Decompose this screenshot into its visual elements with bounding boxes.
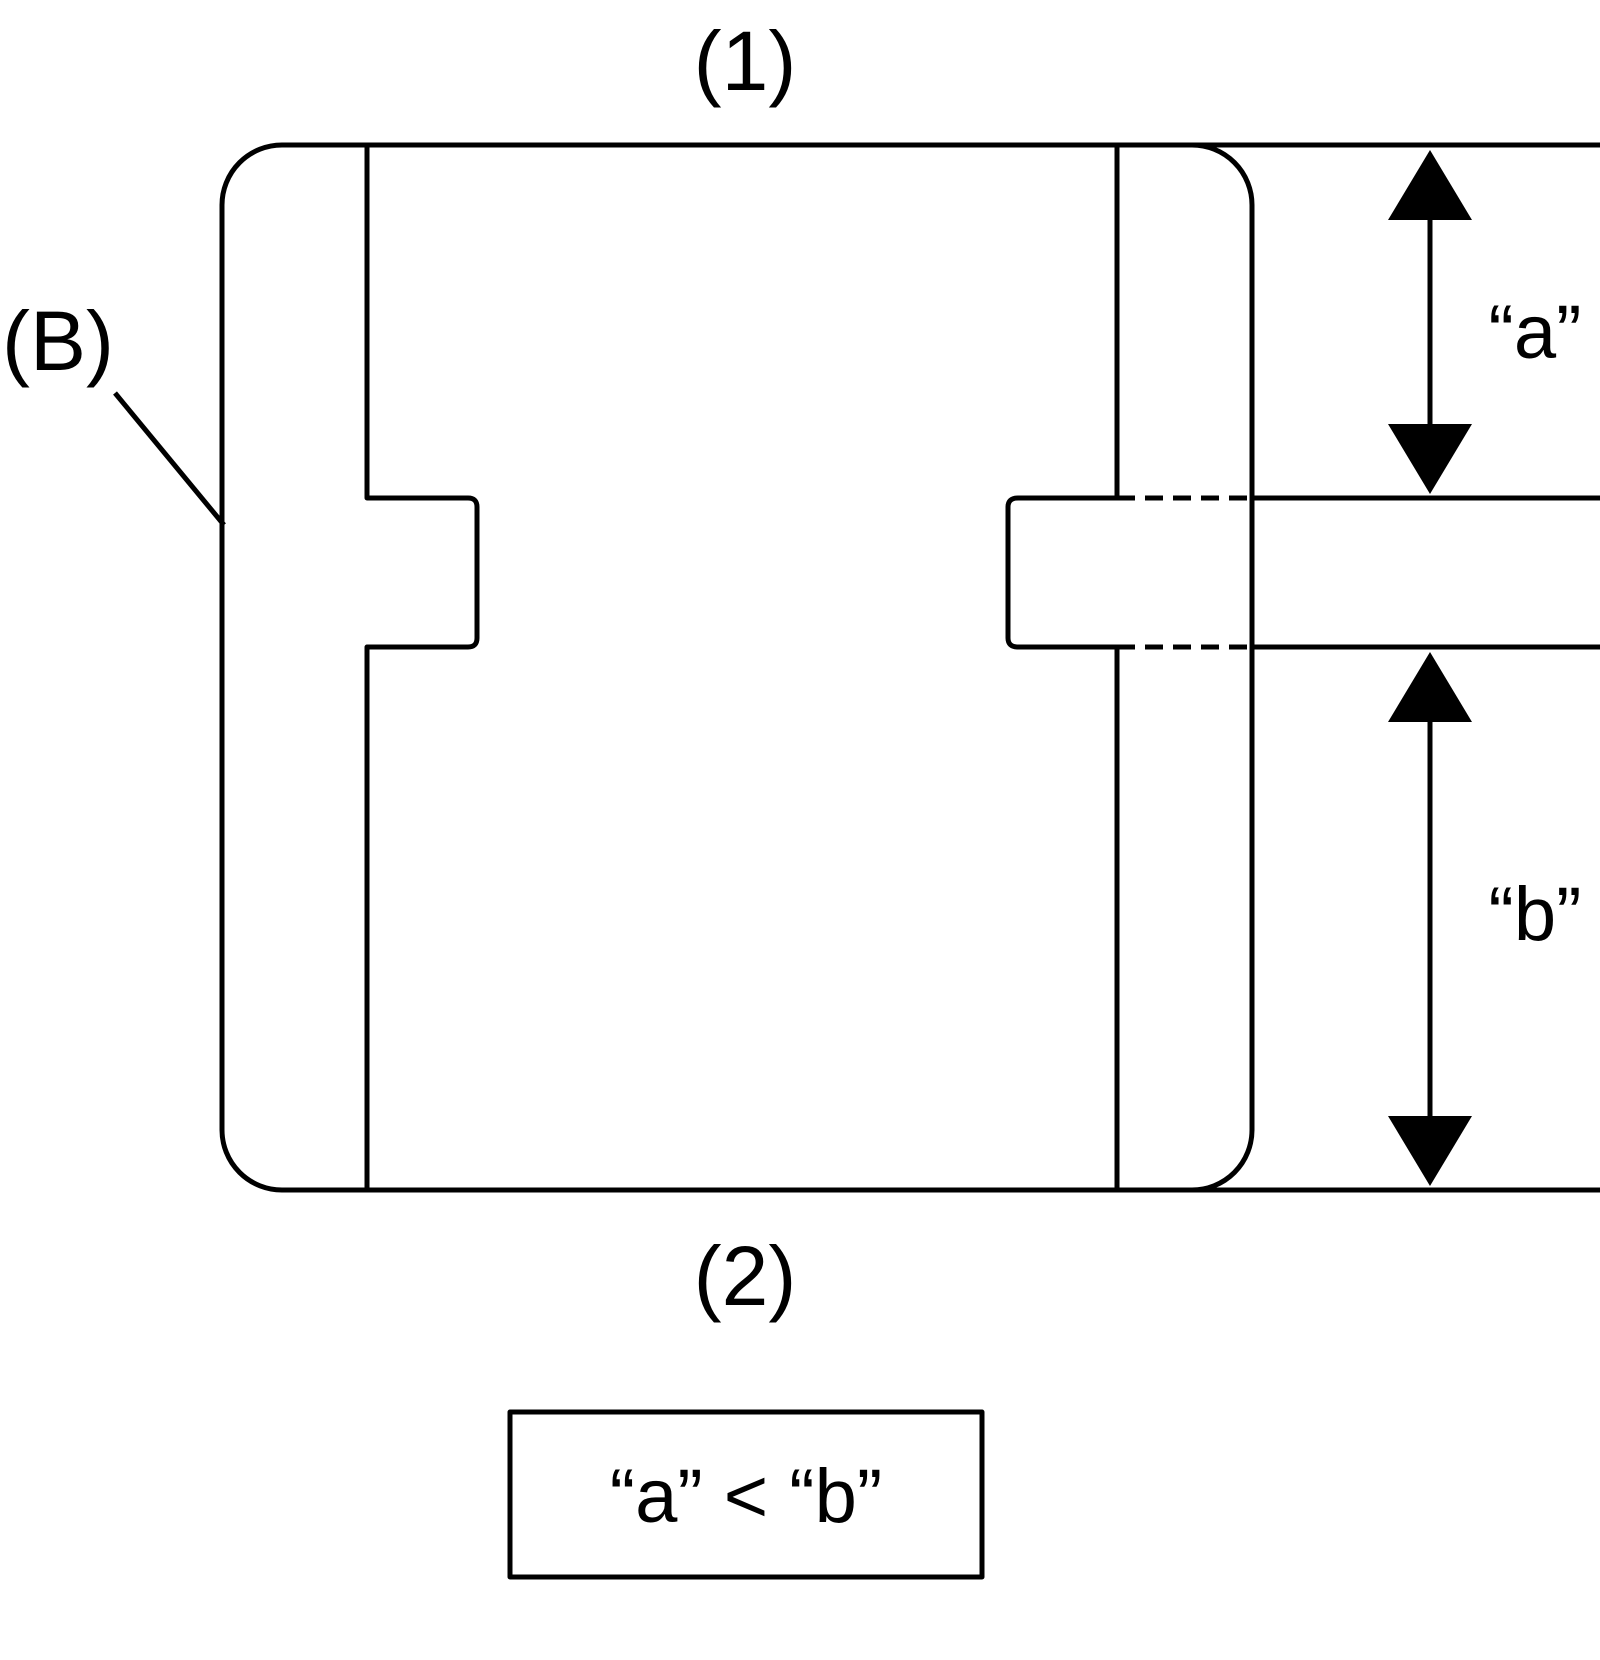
left-core-outline bbox=[364, 145, 480, 1190]
dimension-arrow-b-up-head bbox=[1388, 652, 1472, 722]
right-core-outline bbox=[1005, 145, 1120, 1190]
side-leader-line bbox=[113, 391, 226, 527]
label-top: (1) bbox=[694, 14, 797, 108]
dimension-arrow-a-down-head bbox=[1388, 424, 1472, 494]
relation-text: “a” < “b” bbox=[610, 1454, 882, 1539]
relation-box bbox=[507, 1409, 985, 1580]
label-bottom: (2) bbox=[694, 1229, 797, 1323]
outer-shell bbox=[219, 142, 1255, 1193]
dimension-arrow-a-up-head bbox=[1388, 150, 1472, 220]
label-dimension-a: “a” bbox=[1489, 290, 1582, 375]
label-side: (B) bbox=[2, 294, 114, 388]
dimension-arrow-b-down-head bbox=[1388, 1116, 1472, 1186]
label-dimension-b: “b” bbox=[1489, 872, 1582, 957]
